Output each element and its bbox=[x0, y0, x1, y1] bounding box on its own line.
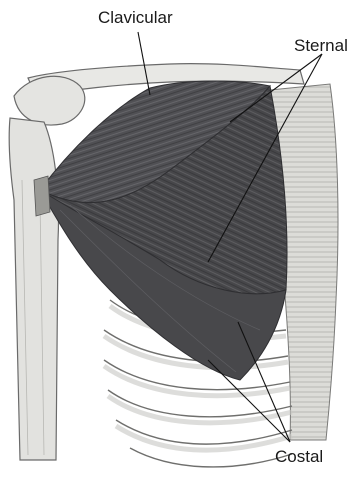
shoulder-bone bbox=[14, 76, 85, 125]
clavicular-label: Clavicular bbox=[98, 8, 173, 28]
sternal-label: Sternal bbox=[294, 36, 348, 56]
costal-label: Costal bbox=[275, 447, 323, 467]
insertion-tendon bbox=[34, 176, 50, 216]
humerus-bone bbox=[9, 118, 58, 460]
